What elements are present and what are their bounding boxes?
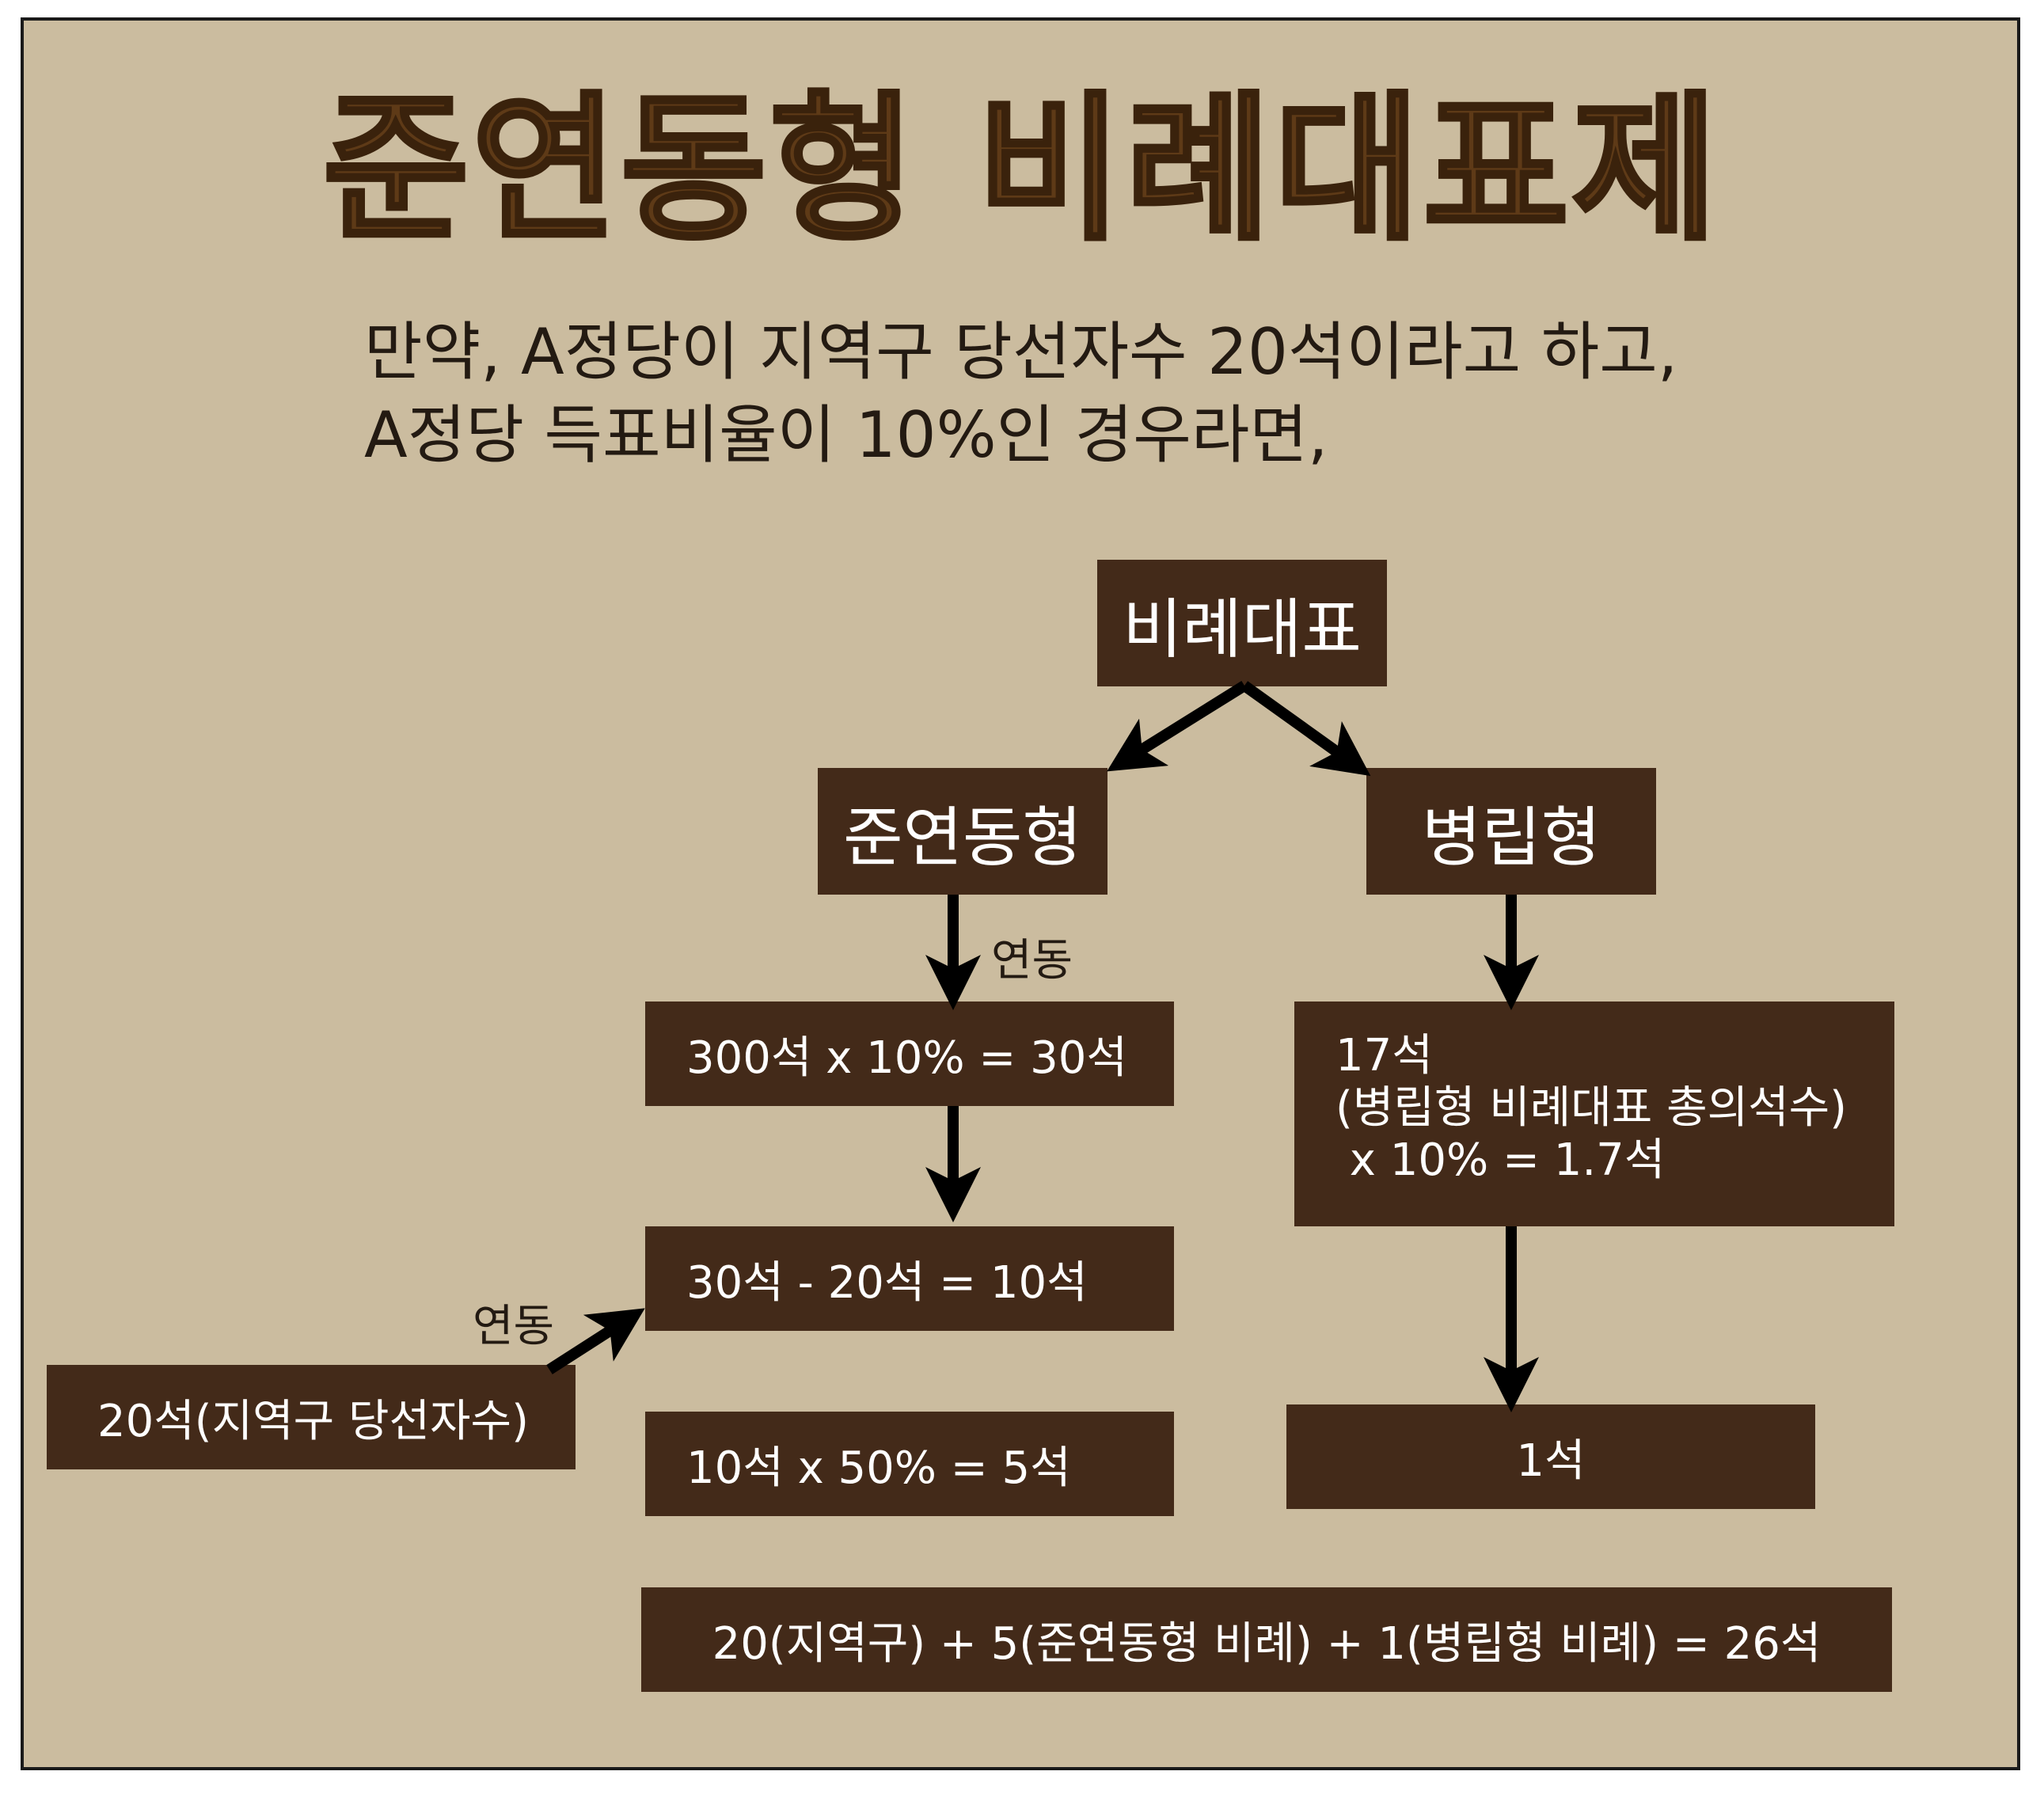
node-calc-seats: 300석 x 10% = 30석 bbox=[645, 1002, 1174, 1106]
node-total: 20(지역구) + 5(준연동형 비례) + 1(병립형 비례) = 26석 bbox=[641, 1587, 1892, 1692]
edge-label-link-local: 연동 bbox=[473, 1301, 555, 1352]
intro-line-2: A정당 득표비율이 10%인 경우라면, bbox=[364, 398, 1328, 472]
node-calc-difference: 30석 - 20석 = 10석 bbox=[645, 1226, 1174, 1331]
node-parallel-calc: 17석 (병립형 비례대표 총의석수) x 10% = 1.7석 bbox=[1294, 1002, 1894, 1226]
parallel-calc-line-3: x 10% = 1.7석 bbox=[1335, 1135, 1666, 1186]
diagram-title: 준연동형 비례대표제 bbox=[321, 76, 1721, 264]
node-parallel-result: 1석 bbox=[1286, 1404, 1815, 1509]
node-local-seats: 20석(지역구 당선자수) bbox=[47, 1365, 576, 1469]
parallel-calc-line-1: 17석 bbox=[1335, 1030, 1433, 1081]
parallel-calc-line-2: (병립형 비례대표 총의석수) bbox=[1335, 1082, 1848, 1134]
node-parallel: 병립형 bbox=[1366, 768, 1656, 895]
edge-label-link-semi: 연동 bbox=[991, 935, 1073, 986]
node-calc-half: 10석 x 50% = 5석 bbox=[645, 1412, 1174, 1516]
intro-line-1: 만약, A정당이 지역구 당선자수 20석이라고 하고, bbox=[364, 315, 1678, 389]
node-semi-linked: 준연동형 bbox=[818, 768, 1107, 895]
node-proportional: 비례대표 bbox=[1097, 560, 1387, 686]
